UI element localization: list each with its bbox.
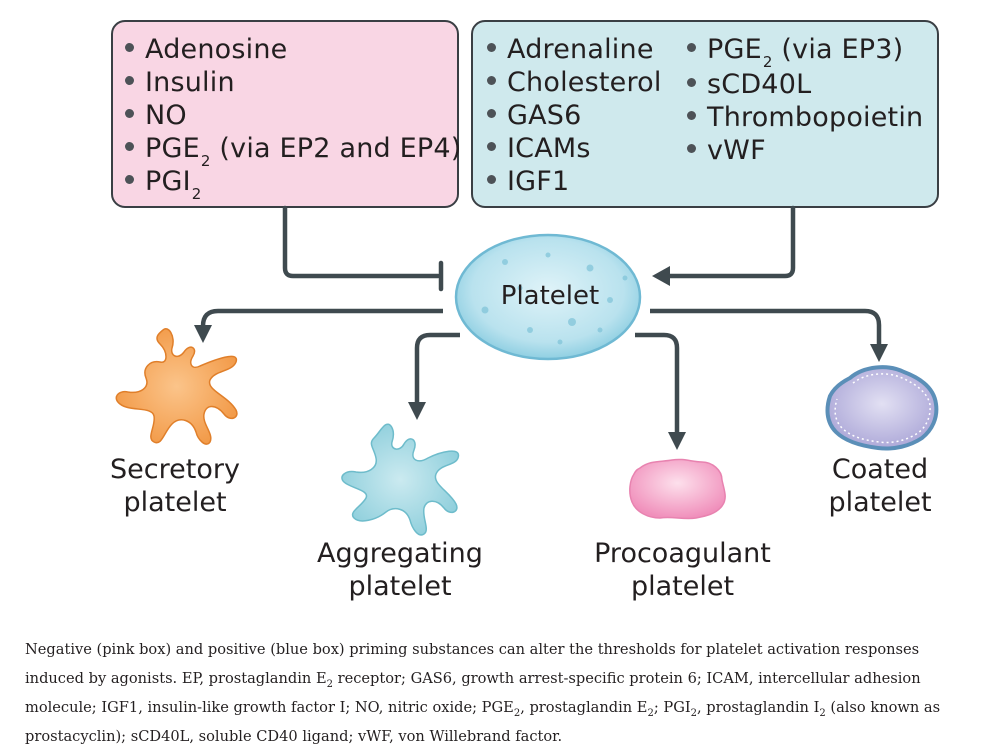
- arrowhead-icon: [194, 325, 212, 343]
- bullet-icon: [487, 142, 496, 151]
- list-item: Adenosine: [125, 33, 461, 66]
- arrowhead-icon: [870, 344, 888, 362]
- list-item: sCD40L: [687, 68, 923, 101]
- bullet-icon: [125, 142, 134, 151]
- label-line: platelet: [630, 571, 735, 602]
- negative-priming-list: Adenosine Insulin NO PGE2 (via EP2 and E…: [125, 33, 462, 203]
- arrow-to-secretory: [200, 308, 443, 328]
- bullet-icon: [687, 43, 696, 52]
- coated-platelet-label: Coated platelet: [800, 453, 960, 519]
- label-line: platelet: [123, 487, 227, 518]
- item-text: vWF: [707, 135, 766, 166]
- item-text: Thrombopoietin: [707, 102, 924, 133]
- item-subscript: 2: [762, 53, 773, 71]
- procoagulant-platelet-label: Procoagulant platelet: [580, 537, 785, 603]
- list-item: PGE2 (via EP2 and EP4): [125, 132, 462, 170]
- item-text: IGF1: [507, 166, 570, 197]
- label-line: platelet: [348, 571, 452, 602]
- arrow-to-coated: [650, 308, 882, 346]
- list-item: PGI2: [125, 165, 461, 203]
- bullet-icon: [687, 111, 696, 120]
- list-item: NO: [125, 99, 461, 132]
- item-text: PGE: [145, 133, 200, 164]
- bullet-icon: [687, 144, 696, 153]
- platelet-priming-diagram: [115, 205, 939, 536]
- bullet-icon: [125, 109, 134, 118]
- label-line: Secretory: [110, 454, 240, 485]
- inhibition-connector: [282, 205, 441, 279]
- positive-priming-list-right: PGE2 (via EP3) sCD40L Thrombopoietin vWF: [687, 33, 923, 167]
- list-item: ICAMs: [487, 132, 662, 165]
- arrow-to-procoagulant: [635, 332, 680, 434]
- negative-priming-box: Adenosine Insulin NO PGE2 (via EP2 and E…: [111, 20, 462, 208]
- positive-priming-list-left: Adrenaline Cholesterol GAS6 ICAMs IGF1: [487, 33, 662, 198]
- list-item: vWF: [687, 134, 923, 167]
- list-item: Adrenaline: [487, 33, 662, 66]
- list-item: GAS6: [487, 99, 662, 132]
- item-text: Adrenaline: [507, 34, 654, 65]
- arrowhead-icon: [408, 402, 426, 420]
- list-item: Cholesterol: [487, 66, 662, 99]
- item-subscript: 2: [191, 185, 202, 203]
- arrow-to-aggregating: [414, 332, 460, 404]
- coated-platelet-cell: [825, 365, 939, 451]
- bullet-icon: [125, 175, 134, 184]
- bullet-icon: [487, 76, 496, 85]
- item-text: sCD40L: [707, 69, 812, 100]
- item-suffix: (via EP3): [772, 34, 904, 65]
- bullet-icon: [125, 76, 134, 85]
- secretory-platelet-cell: [115, 328, 238, 445]
- label-line: Aggregating: [317, 538, 483, 569]
- bullet-icon: [687, 78, 696, 87]
- item-text: PGI: [145, 166, 191, 197]
- label-line: Procoagulant: [594, 538, 771, 569]
- item-text: Insulin: [145, 67, 235, 98]
- bullet-icon: [487, 109, 496, 118]
- aggregating-platelet-cell: [341, 423, 460, 536]
- platelet-cell: [454, 233, 642, 361]
- list-item: Thrombopoietin: [687, 101, 923, 134]
- platelet-label: Platelet: [500, 281, 600, 311]
- list-item: Insulin: [125, 66, 461, 99]
- bullet-icon: [487, 43, 496, 52]
- item-suffix: (via EP2 and EP4): [210, 133, 462, 164]
- label-line: platelet: [828, 487, 932, 518]
- procoagulant-platelet-cell: [629, 458, 726, 520]
- item-text: PGE: [707, 34, 762, 65]
- list-item: PGE2 (via EP3): [687, 33, 923, 71]
- bullet-icon: [125, 43, 134, 52]
- aggregating-platelet-label: Aggregating platelet: [300, 537, 500, 603]
- arrowhead-icon: [668, 432, 686, 450]
- item-text: Cholesterol: [507, 67, 662, 98]
- label-line: Coated: [831, 454, 929, 485]
- item-subscript: 2: [200, 152, 211, 170]
- item-text: NO: [145, 100, 187, 131]
- bullet-icon: [487, 175, 496, 184]
- figure-caption: Negative (pink box) and positive (blue b…: [25, 640, 941, 745]
- item-text: ICAMs: [507, 133, 591, 164]
- list-item: IGF1: [487, 165, 662, 198]
- secretory-platelet-label: Secretory platelet: [85, 453, 265, 519]
- activation-connector: [665, 205, 796, 279]
- positive-priming-box: Adrenaline Cholesterol GAS6 ICAMs IGF1 P…: [471, 20, 939, 208]
- item-text: Adenosine: [145, 34, 288, 65]
- item-text: GAS6: [507, 100, 582, 131]
- arrowhead-icon: [652, 266, 670, 286]
